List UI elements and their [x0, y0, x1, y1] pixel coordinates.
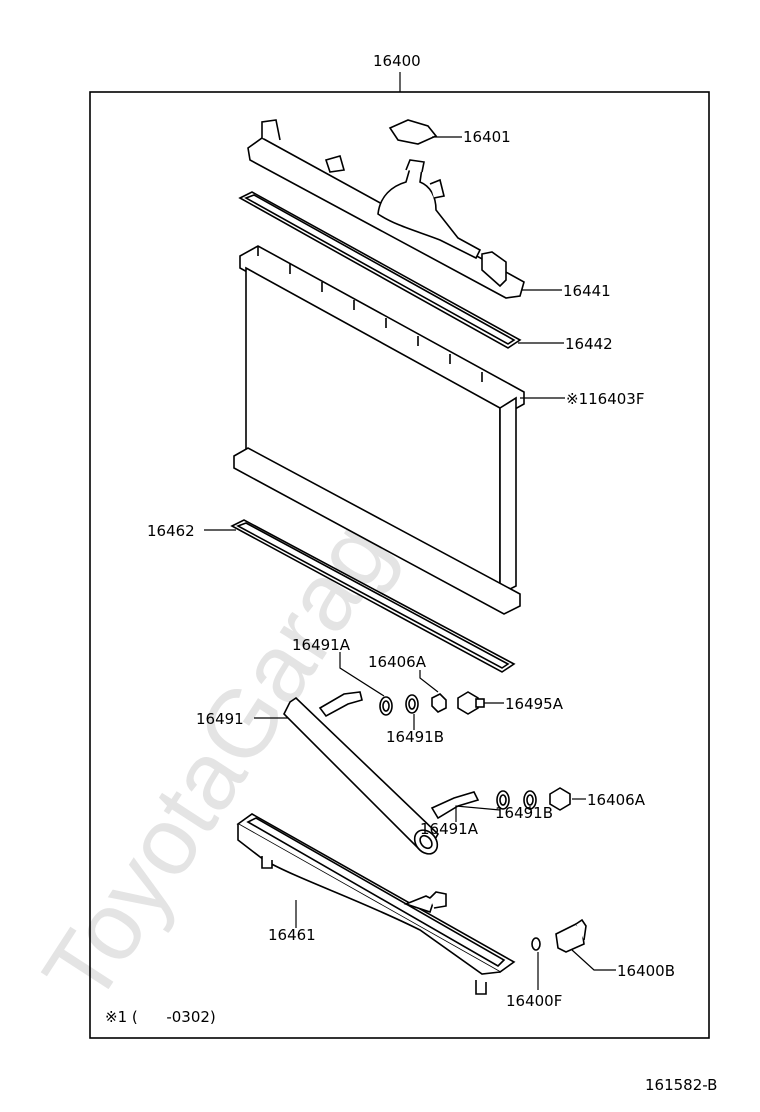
o-ring-bottom	[496, 790, 510, 810]
radiator-cap	[388, 119, 438, 145]
label-assembly: 16400	[373, 52, 421, 70]
label-nut-top: 16406A	[368, 653, 427, 671]
label-washer-bottom: 16491B	[495, 804, 553, 822]
label-cap: 16401	[463, 128, 511, 146]
label-nut-bottom: 16406A	[587, 791, 646, 809]
label-pipe: 16491	[196, 710, 244, 728]
label-washer-top: 16491B	[386, 728, 444, 746]
drain-cock	[555, 918, 587, 953]
label-lower-gasket: 16462	[147, 522, 195, 540]
footnote: ※1 ( -0302)	[105, 1008, 216, 1026]
washer-bottom	[523, 790, 537, 810]
leader-16406a-top	[419, 670, 439, 693]
label-upper-gasket: 16442	[565, 335, 613, 353]
label-core: ※116403F	[566, 390, 644, 408]
oil-cooler-pipe	[283, 691, 480, 855]
label-o-ring-bottom: 16491A	[420, 820, 479, 838]
lower-tank	[236, 813, 516, 995]
drain-gasket	[531, 937, 541, 951]
leader-16400b	[571, 949, 616, 971]
o-ring-top	[379, 696, 393, 716]
label-lower-tank: 16461	[268, 926, 316, 944]
nut-bottom	[549, 787, 571, 811]
washer-top	[405, 694, 419, 714]
radiator-core	[233, 245, 525, 615]
label-plug: 16495A	[505, 695, 564, 713]
label-o-ring-top: 16491A	[292, 636, 351, 654]
lower-gasket	[230, 519, 516, 673]
upper-gasket	[238, 191, 522, 349]
label-drain-cock: 16400B	[617, 962, 675, 980]
label-drain-gasket: 16400F	[506, 992, 562, 1010]
label-upper-tank: 16441	[563, 282, 611, 300]
figure-code: 161582-B	[645, 1076, 717, 1094]
leader-16491a-bottom	[455, 805, 501, 822]
nut-top	[431, 693, 447, 713]
plug	[457, 691, 485, 715]
upper-tank	[247, 119, 525, 299]
leader-16491a-top	[339, 652, 385, 697]
